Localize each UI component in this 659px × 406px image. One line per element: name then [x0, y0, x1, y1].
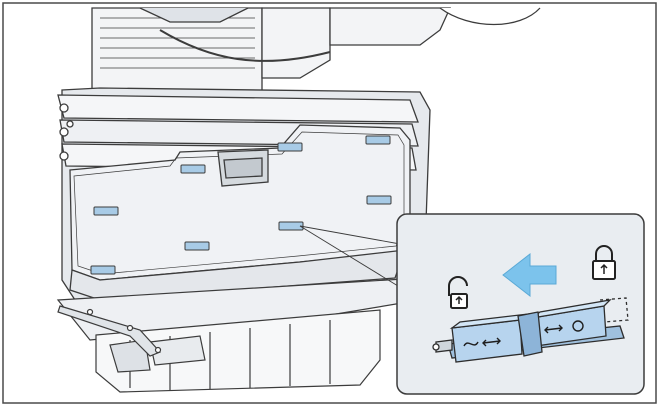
clip-1	[365, 135, 391, 145]
padlock-closed-icon	[592, 245, 616, 280]
retaining-clips	[90, 135, 392, 275]
clip-2	[277, 142, 303, 152]
locking-clip-mechanism	[432, 297, 629, 363]
detail-callout	[396, 213, 645, 395]
clip-7	[184, 241, 210, 251]
callout-leader	[299, 225, 401, 287]
clip-8	[90, 265, 116, 275]
clip-3	[180, 164, 206, 174]
clip-4	[366, 195, 392, 205]
clip-6	[278, 221, 304, 231]
upper-device	[91, 7, 541, 113]
padlock-open-icon	[448, 276, 468, 309]
arrow-left-icon	[502, 252, 557, 298]
callout-box	[396, 213, 645, 395]
clip-5	[93, 206, 119, 216]
base-tray	[56, 277, 421, 393]
